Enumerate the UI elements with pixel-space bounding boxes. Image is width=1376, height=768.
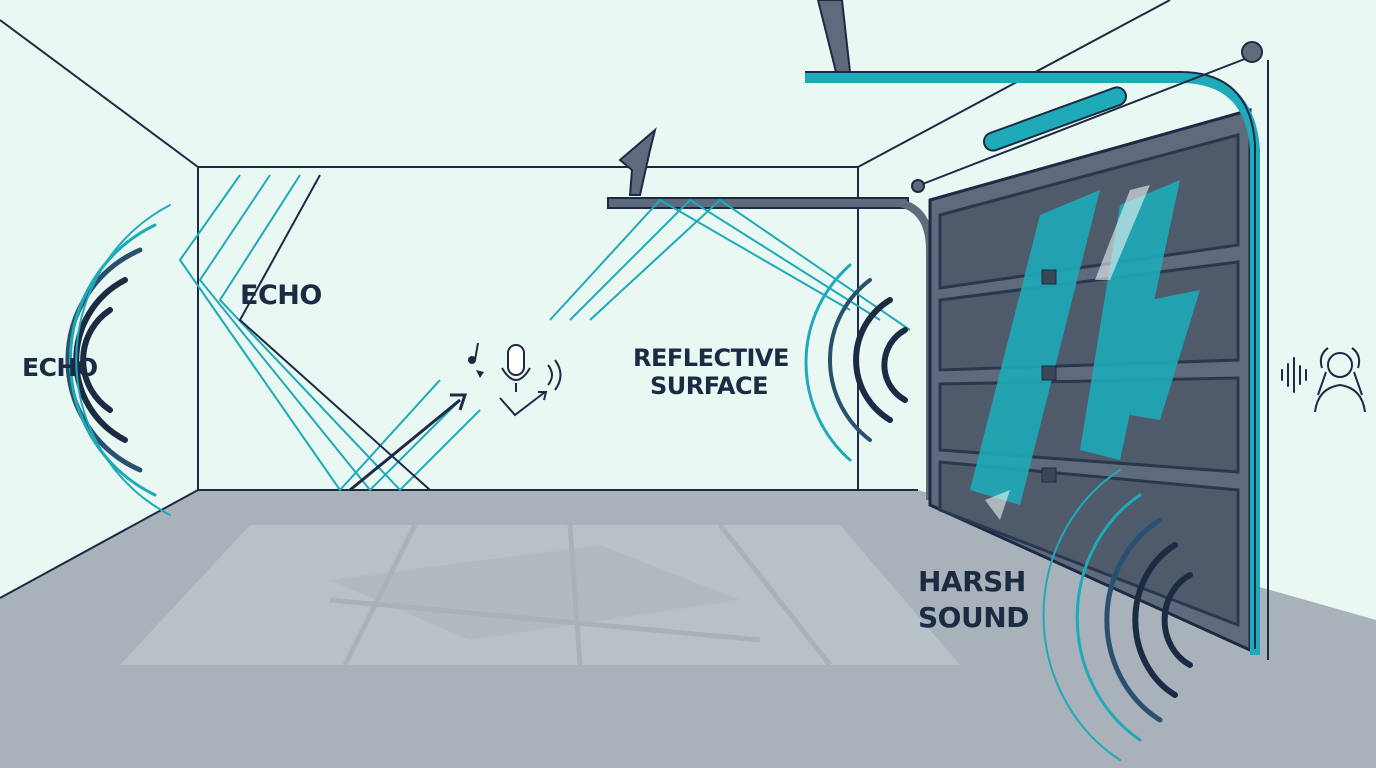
echo-wave-left — [65, 204, 171, 516]
reflection-wave — [804, 263, 908, 462]
music-note-icon — [468, 342, 484, 378]
sound-waveform-icon — [1281, 357, 1307, 393]
room-outline — [0, 0, 1171, 599]
harsh-sound-wave — [1042, 469, 1193, 761]
harsh-sound-label-line1: HARSH — [918, 565, 1026, 598]
person-covering-ears-icon — [1314, 347, 1366, 413]
echo-wall-label: ECHO — [240, 280, 322, 311]
garage-door — [805, 41, 1269, 660]
floor — [0, 490, 1376, 768]
microphone-icon — [499, 344, 562, 417]
reflective-surface-label-line2: SURFACE — [650, 372, 768, 400]
reflective-surface-label-line1: REFLECTIVE — [633, 344, 789, 372]
echo-left-label: ECHO — [22, 353, 98, 382]
harsh-sound-label-line2: SOUND — [918, 601, 1029, 634]
sound-reflection-rays — [178, 174, 911, 492]
